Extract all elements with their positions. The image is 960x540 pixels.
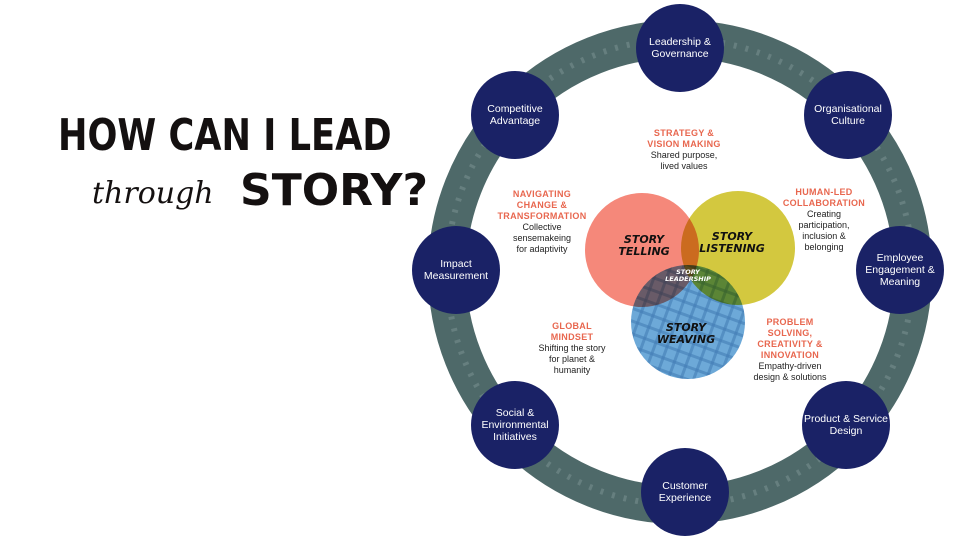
- capability-heading: NAVIGATING CHANGE & TRANSFORMATION: [497, 189, 587, 221]
- capability-body: Empathy-driven design & solutions: [753, 361, 827, 382]
- venn-storyweaving: [631, 265, 745, 379]
- capability-heading: HUMAN-LED COLLABORATION: [782, 187, 866, 208]
- capability-body: Creating participation, inclusion & belo…: [798, 209, 850, 252]
- node-label: Competitive Advantage: [487, 103, 543, 127]
- node-label: Impact Measurement: [423, 258, 489, 282]
- node-employee-engagement: Employee Engagement & Meaning: [856, 226, 944, 314]
- capability-problem-solving: PROBLEM SOLVING, CREATIVITY & INNOVATION…: [753, 317, 826, 383]
- node-product-service-design: Product & Service Design: [802, 381, 890, 469]
- capability-heading: STRATEGY & VISION MAKING: [647, 128, 721, 149]
- node-label: Product & Service Design: [803, 413, 889, 437]
- title-line-2-through: through: [92, 176, 214, 211]
- capability-heading: GLOBAL MINDSET: [550, 321, 594, 342]
- node-label: Social & Environmental Initiatives: [481, 407, 549, 443]
- node-label: Employee Engagement & Meaning: [865, 252, 935, 288]
- title-line-2-story: STORY?: [240, 165, 428, 216]
- capability-body: Shifting the story for planet & humanity: [538, 343, 606, 375]
- node-label: Customer Experience: [658, 480, 712, 504]
- node-social-environmental: Social & Environmental Initiatives: [471, 381, 559, 469]
- venn-label-storyleadership: STORY LEADERSHIP: [665, 268, 711, 283]
- node-label: Organisational Culture: [814, 103, 882, 127]
- node-organisational-culture: Organisational Culture: [804, 71, 892, 159]
- venn-label-storyweaving: STORY WEAVING: [656, 321, 716, 346]
- node-leadership-governance: Leadership & Governance: [636, 4, 724, 92]
- node-impact-measurement: Impact Measurement: [412, 226, 500, 314]
- capability-body: Collective sensemakeing for adaptivity: [512, 222, 572, 254]
- node-label: Leadership & Governance: [649, 36, 711, 60]
- venn-label-storylistening: STORY LISTENING: [699, 230, 765, 255]
- capability-heading: PROBLEM SOLVING, CREATIVITY & INNOVATION: [757, 317, 823, 360]
- node-customer-experience: Customer Experience: [641, 448, 729, 536]
- venn-label-storytelling: STORY TELLING: [618, 233, 670, 258]
- title-line-1: HOW CAN I LEAD: [58, 110, 392, 161]
- capability-body: Shared purpose, lived values: [650, 150, 718, 171]
- node-competitive-advantage: Competitive Advantage: [471, 71, 559, 159]
